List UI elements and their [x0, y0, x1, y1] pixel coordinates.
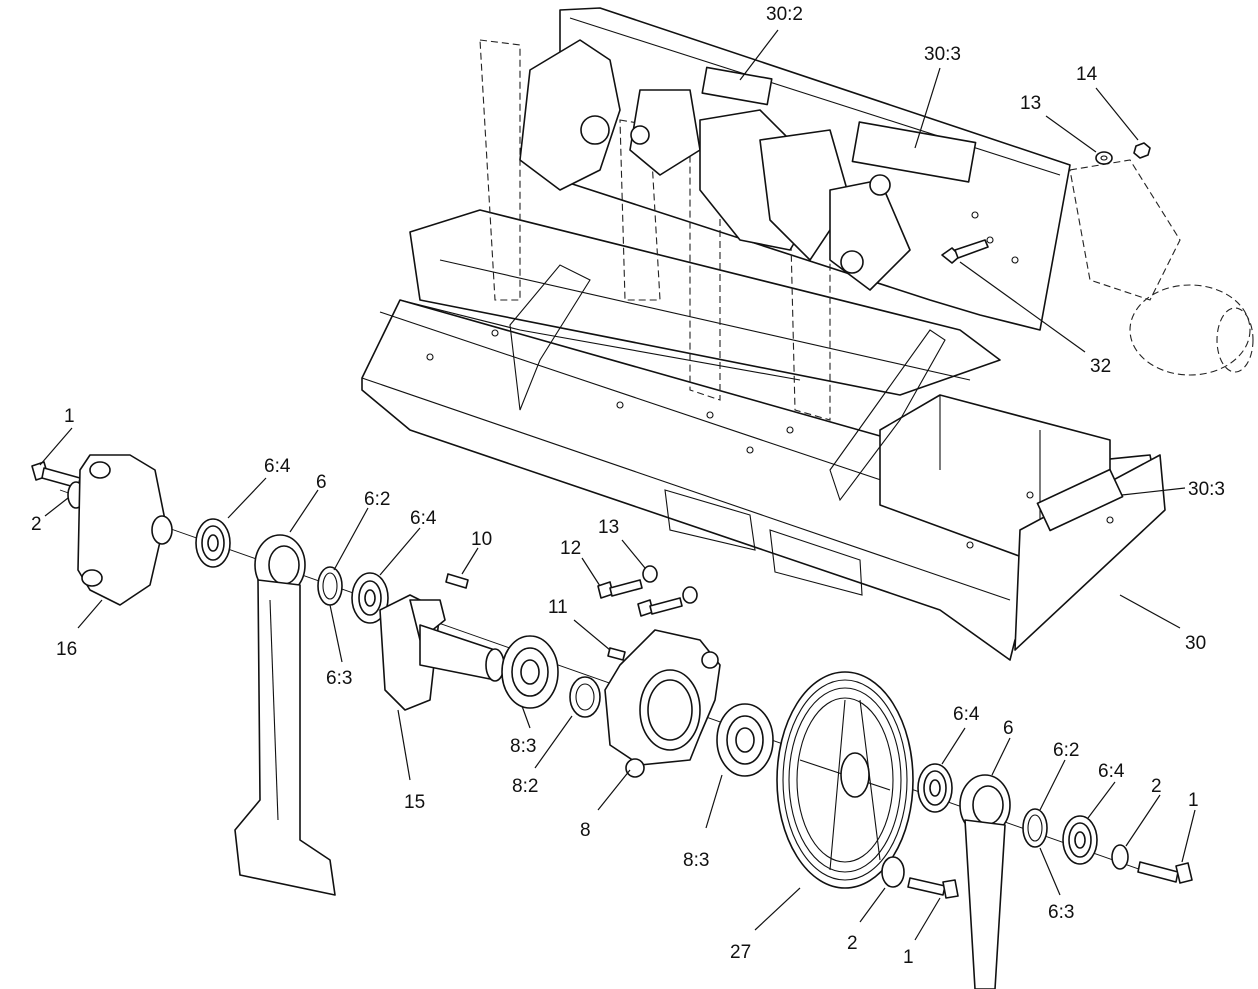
callout-13: 13 [598, 517, 619, 538]
callout-8-3: 8:3 [683, 850, 709, 871]
bracket-16 [77, 454, 173, 606]
bearing-6-4-second [351, 572, 389, 624]
callout-2: 2 [31, 514, 42, 535]
callout-2: 2 [1151, 776, 1162, 797]
bearing-6-4-far-right [1062, 815, 1098, 865]
callout-6-2: 6:2 [1053, 740, 1079, 761]
crank-15 [379, 594, 505, 711]
callout-6-4: 6:4 [264, 456, 291, 477]
callout-6-2: 6:2 [364, 489, 390, 510]
callout-30-3: 30:3 [1188, 479, 1225, 500]
callout-13: 13 [1020, 93, 1041, 114]
callout-14: 14 [1076, 64, 1098, 85]
callout-8-2: 8:2 [512, 776, 538, 797]
arm-6-right [959, 774, 1011, 989]
frame-assembly [361, 7, 1166, 661]
pulley-27 [776, 671, 914, 889]
callout-6-4: 6:4 [410, 508, 437, 529]
callout-6: 6 [1003, 718, 1014, 739]
callout-6-3: 6:3 [1048, 902, 1074, 923]
bolt-bottom [907, 877, 959, 899]
cam-mechanism [519, 39, 911, 291]
callout-8-3: 8:3 [510, 736, 536, 757]
bearing-8-3-left [501, 635, 559, 709]
callout-6: 6 [316, 472, 327, 493]
washer-bottom [881, 856, 905, 888]
bolt-right [1137, 861, 1193, 884]
small-hardware [597, 565, 698, 661]
callout-32: 32 [1090, 356, 1111, 377]
spacer-8-2 [569, 676, 601, 718]
callout-27: 27 [730, 942, 751, 963]
callout-8: 8 [580, 820, 591, 841]
leader-lines [39, 29, 1196, 941]
washer-right [1111, 844, 1129, 870]
snap-ring-right [1022, 808, 1048, 848]
callout-6-4: 6:4 [953, 704, 980, 725]
callout-30-3: 30:3 [924, 44, 961, 65]
arm-6-left [234, 534, 336, 896]
callout-labels: 1 2 16 6:4 6 6:2 6:4 6:3 10 15 13 12 11 … [31, 4, 1225, 968]
callout-1: 1 [903, 947, 914, 968]
callout-10: 10 [471, 529, 492, 550]
bolt-left [31, 461, 81, 489]
callout-2: 2 [847, 933, 858, 954]
snap-ring-left [317, 566, 343, 606]
callout-15: 15 [404, 792, 425, 813]
callout-30: 30 [1185, 633, 1206, 654]
bearing-8-3-right [716, 703, 774, 777]
bearing-6-4-left [195, 518, 231, 568]
callout-12: 12 [560, 538, 581, 559]
bearing-6-4-right [917, 763, 953, 813]
callout-1: 1 [64, 406, 75, 427]
callout-1: 1 [1188, 790, 1199, 811]
callout-6-4: 6:4 [1098, 761, 1125, 782]
callout-11: 11 [548, 597, 568, 618]
callout-30-2: 30:2 [766, 4, 803, 25]
top-right-hardware [941, 142, 1151, 264]
key-10 [445, 573, 469, 589]
housing-8 [604, 629, 721, 778]
callout-6-3: 6:3 [326, 668, 352, 689]
callout-16: 16 [56, 639, 77, 660]
